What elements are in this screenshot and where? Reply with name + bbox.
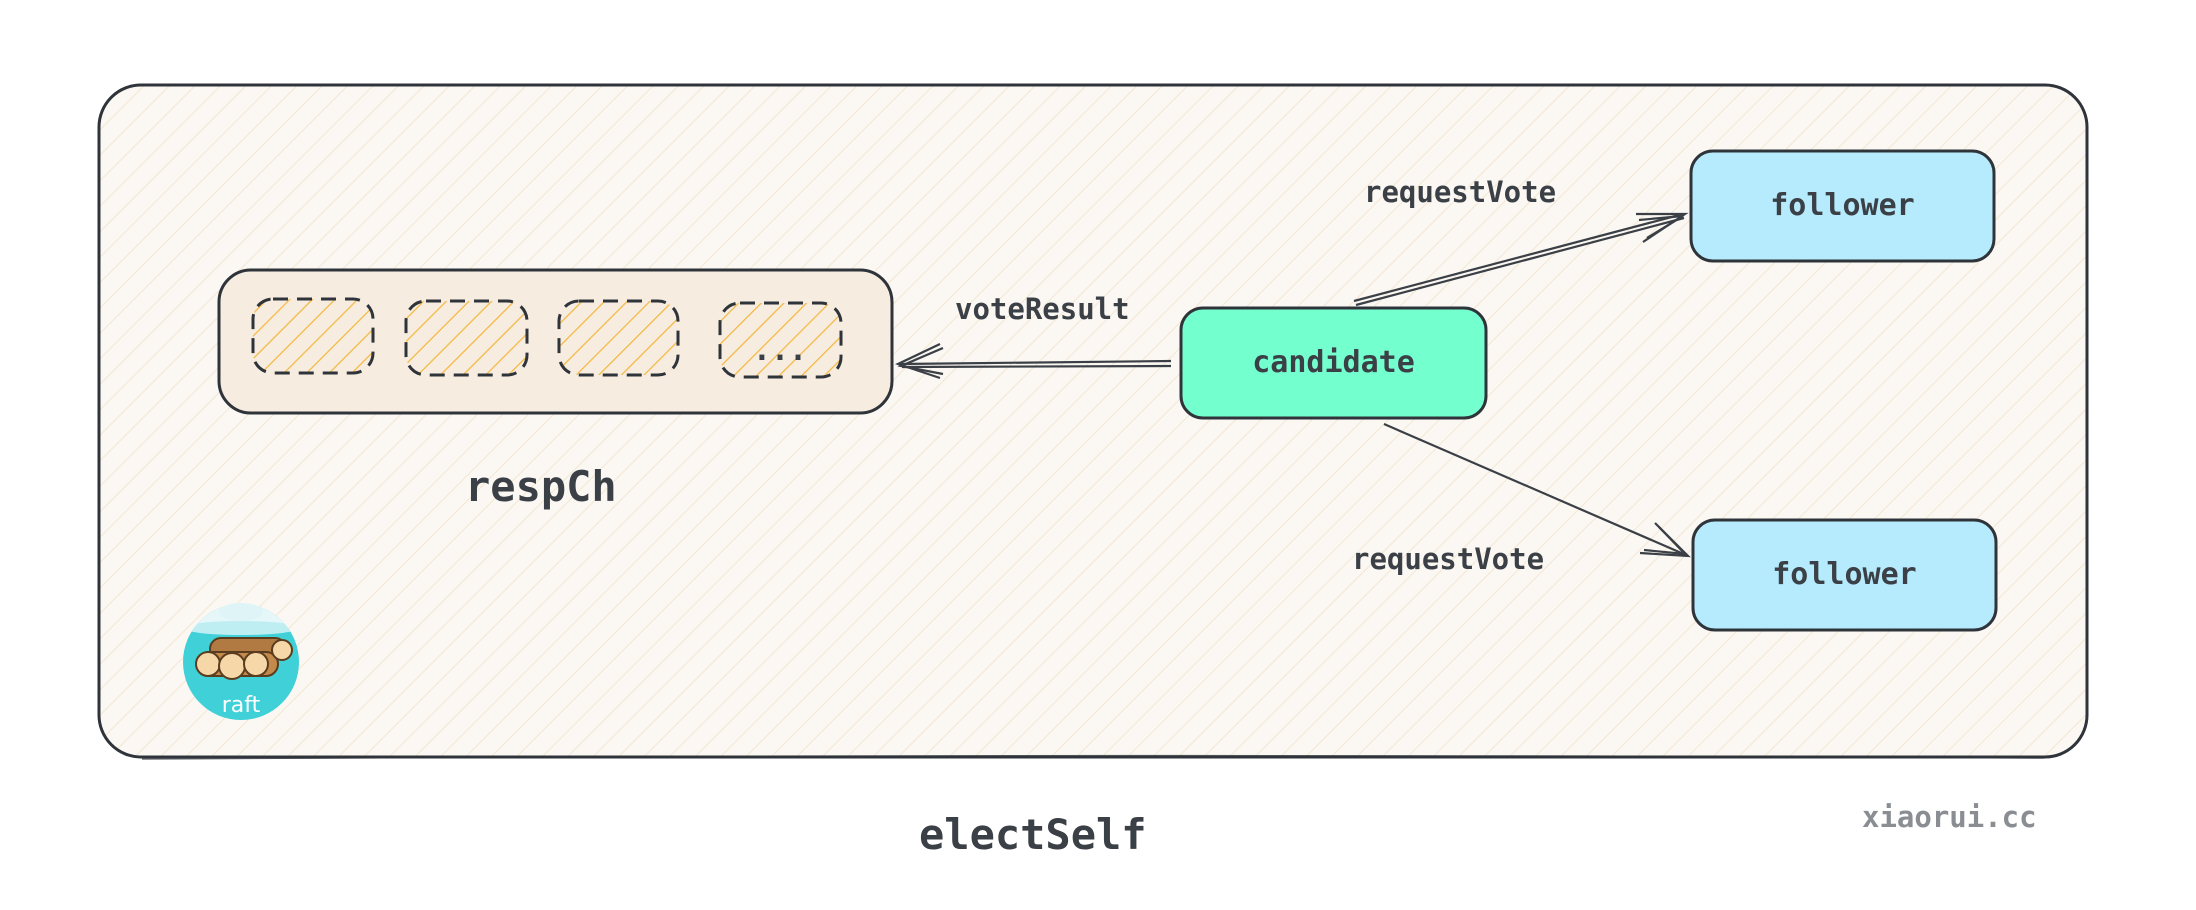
request-vote-arrow-bottom — [1383, 422, 1691, 558]
candidate-node — [1179, 306, 1488, 420]
vote-result-label: voteResult — [955, 292, 1130, 326]
channel-slot — [251, 297, 375, 375]
vote-result-arrow — [895, 343, 1172, 380]
svg-text:raft: raft — [222, 693, 261, 718]
channel-slot — [404, 299, 529, 377]
channel-slot-ellipsis: ... — [718, 301, 843, 379]
respch-label: respCh — [465, 462, 617, 511]
request-vote-bottom-label: requestVote — [1352, 542, 1545, 576]
request-vote-arrow-top — [1353, 212, 1689, 307]
watermark: xiaorui.cc — [1862, 800, 2037, 834]
follower-node-bottom — [1691, 518, 1998, 632]
channel-slot — [557, 299, 680, 377]
respch-channel — [217, 268, 894, 415]
follower-node-top — [1689, 149, 1996, 263]
log-icon — [195, 637, 293, 680]
svg-text:...: ... — [753, 333, 807, 368]
follower-top-label: follower — [1770, 188, 1915, 223]
raft-logo: raft — [183, 603, 299, 720]
follower-bottom-label: follower — [1772, 557, 1917, 592]
request-vote-top-label: requestVote — [1364, 175, 1557, 209]
candidate-label: candidate — [1252, 345, 1415, 380]
electself-container — [97, 83, 2089, 760]
electself-label: electSelf — [919, 810, 1147, 859]
